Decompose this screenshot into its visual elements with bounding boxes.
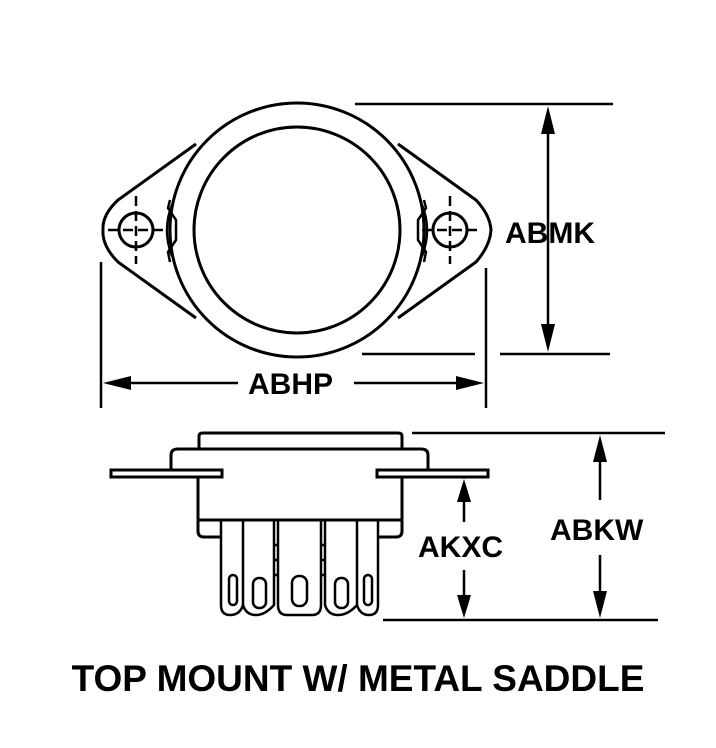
diagram-title: TOP MOUNT W/ METAL SADDLE: [72, 658, 645, 699]
saddle-left: [109, 468, 224, 479]
mounting-hole-left: [108, 196, 164, 264]
saddle-notch-left: [165, 199, 178, 263]
label-abhp: ABHP: [248, 368, 333, 401]
dimension-abmk: ABMK: [355, 102, 613, 356]
pins: [219, 520, 380, 617]
top-view: [101, 101, 493, 359]
side-view: [109, 431, 490, 617]
label-abmk: ABMK: [505, 217, 595, 250]
label-akxc: AKXC: [418, 531, 503, 564]
mounting-hole-right: [422, 196, 478, 264]
label-abkw: ABKW: [550, 514, 644, 547]
inner-ring: [192, 125, 402, 335]
saddle-right: [375, 468, 490, 479]
dimension-akxc: AKXC: [383, 479, 658, 622]
flange-outline: [101, 142, 493, 320]
outer-ring: [168, 101, 426, 359]
dimension-abkw: ABKW: [412, 431, 665, 618]
dimension-abhp: ABHP: [99, 262, 488, 408]
